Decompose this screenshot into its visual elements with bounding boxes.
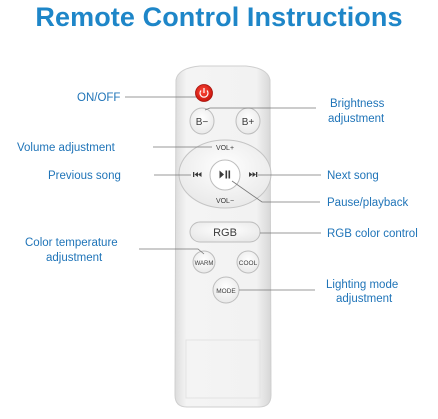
label-next: Next song xyxy=(327,170,379,182)
leader-color-temp xyxy=(139,248,205,255)
label-pause: Pause/playback xyxy=(327,197,408,209)
label-brightness-line1: Brightness xyxy=(330,98,385,110)
remote-bottom-panel xyxy=(185,339,261,399)
page-title: Remote Control Instructions xyxy=(35,2,403,32)
label-previous: Previous song xyxy=(48,170,121,182)
previous-button[interactable] xyxy=(193,172,202,177)
cool-button[interactable]: COOL xyxy=(236,250,260,274)
play-pause-button[interactable] xyxy=(209,159,241,191)
label-brightness-line2: adjustment xyxy=(328,113,385,125)
previous-icon xyxy=(193,172,202,177)
mode-button[interactable]: MODE xyxy=(212,276,240,304)
volume-up-button[interactable]: VOL+ xyxy=(216,145,234,152)
brightness-up-button[interactable]: B+ xyxy=(235,107,261,135)
play-pause-icon xyxy=(219,170,231,179)
warm-button[interactable]: WARM xyxy=(192,250,216,274)
warm-label: WARM xyxy=(195,261,214,267)
power-button[interactable] xyxy=(195,84,213,102)
leader-pause xyxy=(231,180,320,203)
next-button[interactable] xyxy=(249,172,258,177)
label-volume: Volume adjustment xyxy=(17,142,116,154)
cool-label: COOL xyxy=(239,260,258,267)
volume-down-button[interactable]: VOL− xyxy=(216,198,234,205)
label-lighting-line2: adjustment xyxy=(336,293,393,305)
leader-brightness xyxy=(204,107,316,111)
rgb-label: RGB xyxy=(213,227,237,239)
label-rgb: RGB color control xyxy=(327,228,418,240)
brightness-up-label: B+ xyxy=(242,117,255,128)
label-color-temp-line1: Color temperature xyxy=(25,237,118,249)
brightness-down-label: B− xyxy=(196,117,209,128)
next-icon xyxy=(249,172,258,177)
label-color-temp-line2: adjustment xyxy=(46,252,103,264)
brightness-down-button[interactable]: B− xyxy=(189,107,215,135)
power-icon xyxy=(199,88,209,98)
label-on-off: ON/OFF xyxy=(77,92,120,104)
mode-label: MODE xyxy=(216,288,236,295)
rgb-button[interactable]: RGB xyxy=(189,221,261,243)
label-lighting-line1: Lighting mode xyxy=(326,279,398,291)
